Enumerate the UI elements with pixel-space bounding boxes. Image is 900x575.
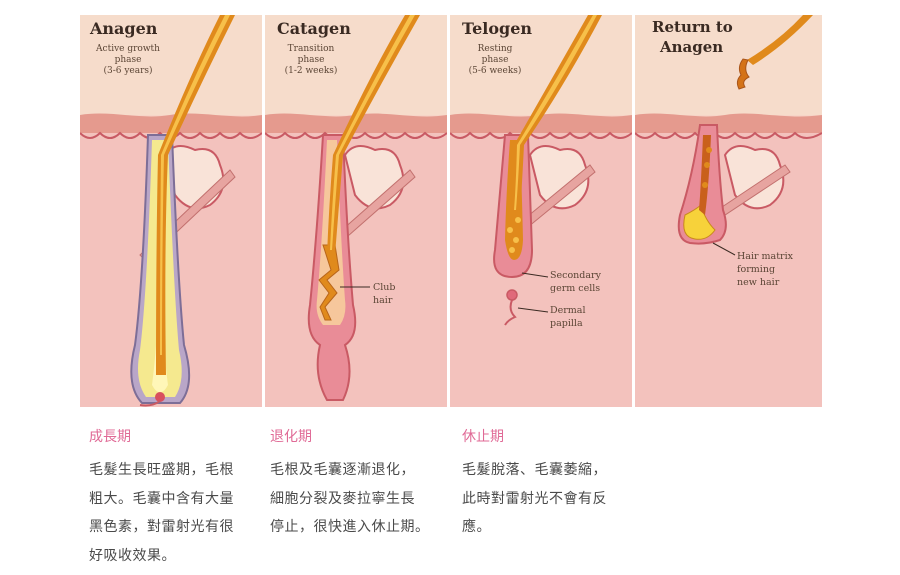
column-anagen-line-3: 黑色素，對雷射光有很	[89, 519, 234, 535]
column-telogen-line-3: 應。	[462, 519, 491, 535]
panel-return-title-2: Anagen	[659, 38, 723, 56]
hair-growth-cycle-diagram: Anagen Active growth phase (3-6 years) C…	[80, 15, 822, 407]
anno-dermal-2: papilla	[550, 318, 583, 329]
panel-catagen-title: Catagen	[277, 19, 351, 38]
column-anagen-line-2: 粗大。毛囊中含有大量	[89, 490, 234, 507]
column-catagen: 退化期 毛根及毛囊逐漸退化， 細胞分裂及麥拉寧生長 停止，很快進入休止期。	[270, 428, 450, 542]
panel-telogen-sub-3: (5-6 weeks)	[469, 65, 522, 76]
panel-telogen-sub-1: Resting	[478, 44, 513, 54]
panel-anagen-title: Anagen	[89, 19, 158, 38]
column-telogen-title: 休止期	[462, 429, 504, 445]
panel-return-anagen: Return to Anagen Hair matrix forming new…	[635, 15, 822, 407]
panel-catagen-sub-3: (1-2 weeks)	[285, 65, 338, 76]
panel-catagen-sub-2: phase	[298, 55, 325, 65]
column-catagen-body: 毛根及毛囊逐漸退化， 細胞分裂及麥拉寧生長 停止，很快進入休止期。	[270, 456, 450, 542]
column-telogen-line-1: 毛髮脫落、毛囊萎縮，	[462, 462, 607, 478]
panel-return-title-1: Return to	[652, 18, 733, 36]
column-anagen-line-1: 毛髮生長旺盛期，毛根	[89, 462, 234, 478]
column-catagen-title: 退化期	[270, 429, 312, 445]
column-anagen-line-4: 好吸收效果。	[89, 547, 176, 564]
anno-secondary-1: Secondary	[550, 270, 602, 281]
column-telogen: 休止期 毛髮脫落、毛囊萎縮， 此時對雷射光不會有反 應。	[462, 428, 637, 542]
column-catagen-line-2: 細胞分裂及麥拉寧生長	[270, 490, 415, 507]
anno-dermal-1: Dermal	[550, 305, 586, 316]
panel-telogen-sub-2: phase	[482, 55, 509, 65]
anno-matrix-2: forming	[737, 264, 775, 275]
column-anagen-body: 毛髮生長旺盛期，毛根 粗大。毛囊中含有大量 黑色素，對雷射光有很 好吸收效果。	[89, 456, 264, 570]
column-catagen-line-1: 毛根及毛囊逐漸退化，	[270, 462, 415, 478]
column-telogen-body: 毛髮脫落、毛囊萎縮， 此時對雷射光不會有反 應。	[462, 456, 637, 542]
column-anagen: 成長期 毛髮生長旺盛期，毛根 粗大。毛囊中含有大量 黑色素，對雷射光有很 好吸收…	[89, 428, 264, 570]
panel-catagen-sub-1: Transition	[288, 44, 335, 54]
anno-matrix-1: Hair matrix	[737, 251, 794, 262]
panel-catagen: Catagen Transition phase (1-2 weeks) Clu…	[265, 15, 447, 407]
column-anagen-title: 成長期	[89, 429, 131, 445]
anno-matrix-3: new hair	[737, 277, 780, 288]
panel-telogen-title: Telogen	[462, 19, 532, 38]
panel-anagen: Anagen Active growth phase (3-6 years)	[80, 15, 262, 407]
anno-club-1: Club	[373, 282, 396, 293]
anno-secondary-2: germ cells	[550, 283, 600, 294]
anno-club-2: hair	[373, 295, 393, 306]
panel-anagen-sub-3: (3-6 years)	[103, 65, 152, 76]
panel-anagen-sub-1: Active growth	[95, 44, 160, 54]
panel-telogen: Telogen Resting phase (5-6 weeks) Second…	[450, 15, 632, 407]
column-telogen-line-2: 此時對雷射光不會有反	[462, 490, 607, 507]
column-catagen-line-3: 停止，很快進入休止期。	[270, 519, 430, 535]
panel-anagen-sub-2: phase	[115, 55, 142, 65]
